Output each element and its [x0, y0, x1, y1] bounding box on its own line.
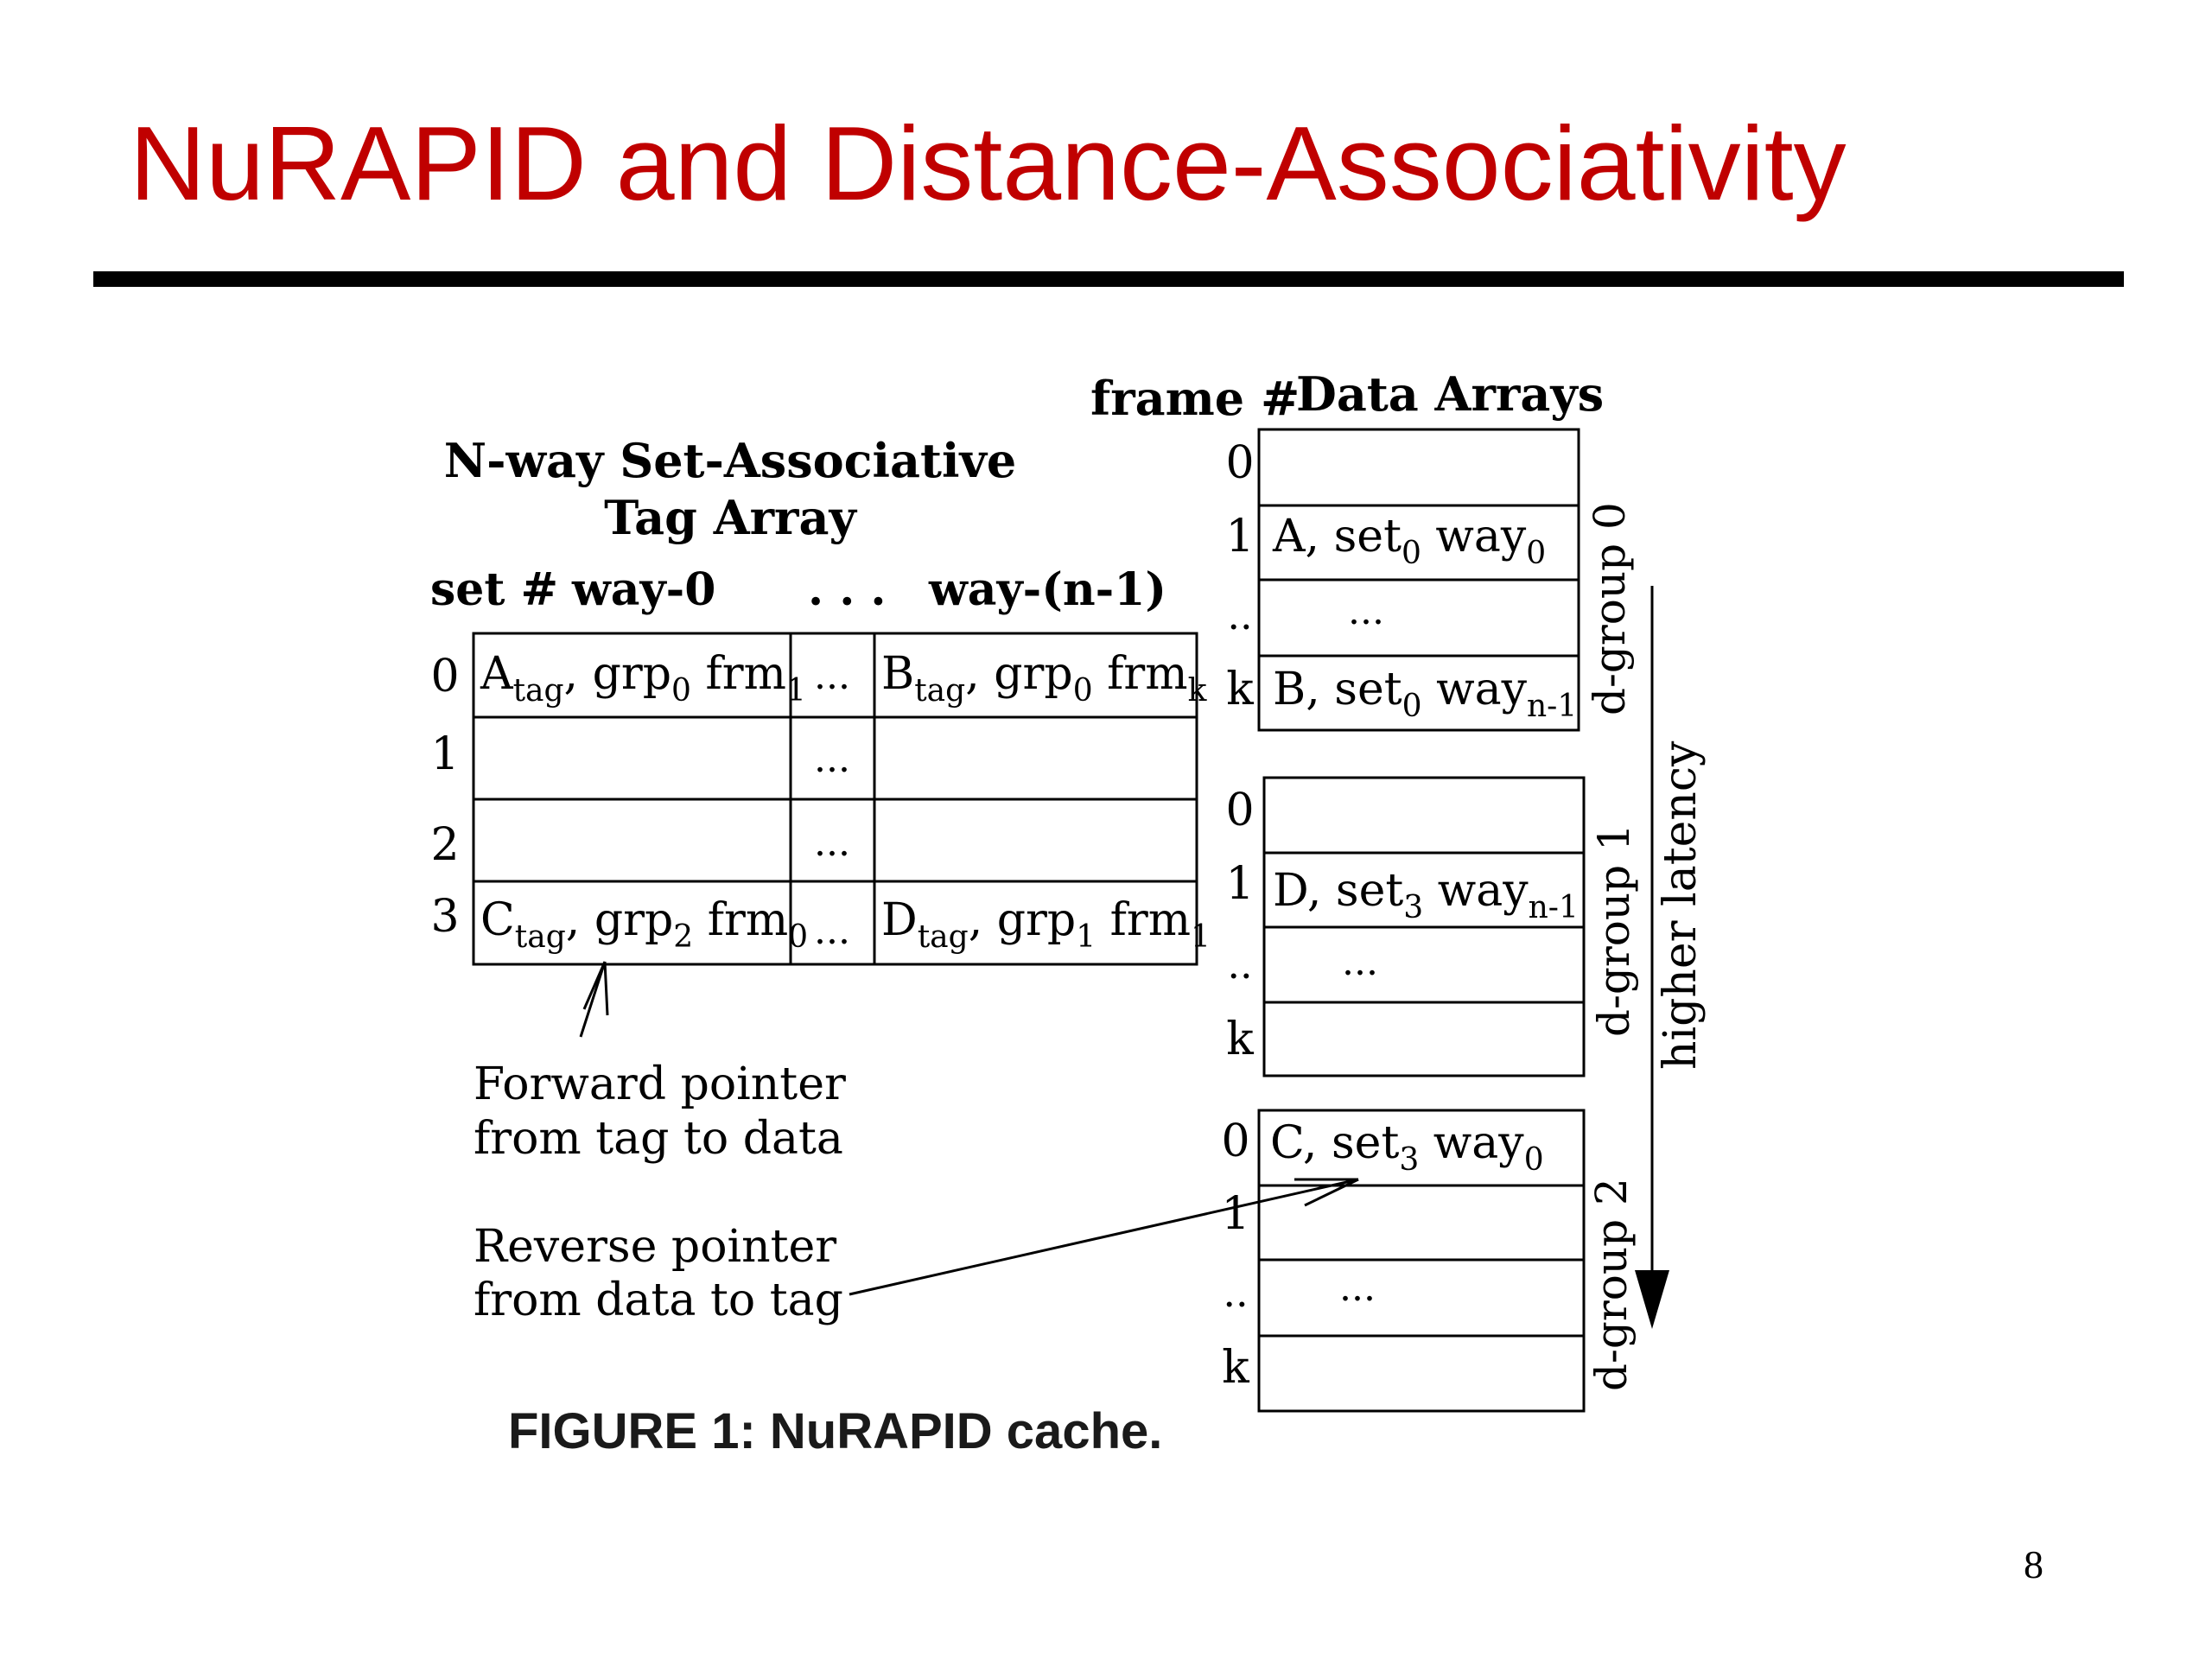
way-0-column-header: way-0 — [571, 563, 715, 616]
tag-entry-B: Btag, grp0 frmk — [881, 648, 1208, 709]
tag-ellipsis: ... — [814, 821, 850, 865]
frame-number: 1 — [1225, 858, 1254, 910]
tag-array-heading-line2: Tag Array — [604, 490, 857, 545]
higher-latency-label: higher latency — [1655, 741, 1707, 1070]
tag-ellipsis: ... — [814, 909, 850, 953]
set-number: 1 — [430, 728, 459, 780]
title-divider — [93, 271, 2124, 287]
reverse-pointer-arrow — [849, 1178, 1359, 1296]
set-number: 3 — [430, 891, 459, 943]
frame-number: k — [1226, 664, 1254, 715]
tag-entry-C: Ctag, grp2 frm0 — [480, 894, 808, 955]
set-number: 0 — [430, 651, 459, 702]
data-arrays-header: Data Arrays — [1296, 366, 1604, 422]
data-ellipsis: ... — [1342, 940, 1378, 984]
page-number: 8 — [2024, 1542, 2044, 1586]
d-group-2-box — [1257, 1109, 1586, 1413]
data-ellipsis: ... — [1339, 1266, 1376, 1310]
frame-number: 0 — [1225, 785, 1254, 836]
reverse-pointer-label-line2: from data to tag — [474, 1274, 843, 1326]
d-group-1-label: d-group 1 — [1589, 823, 1639, 1037]
tag-entry-A: Atag, grp0 frm1 — [480, 648, 806, 709]
frame-number: .. — [1223, 1269, 1248, 1316]
reverse-pointer-label-line1: Reverse pointer — [474, 1221, 836, 1273]
frame-number: k — [1222, 1342, 1249, 1394]
d-group-1-box — [1262, 776, 1586, 1077]
forward-pointer-label-line2: from tag to data — [474, 1113, 843, 1165]
d-group-2-label: d-group 2 — [1586, 1178, 1637, 1391]
frame-number-header: frame # — [1090, 371, 1300, 426]
tag-ellipsis: ... — [814, 737, 850, 781]
slide-title: NuRAPID and Distance-Associativity — [130, 105, 1847, 222]
frame-number: 1 — [1225, 511, 1254, 563]
d-group-0-label: d-group 0 — [1585, 502, 1635, 715]
d-group-0-box — [1257, 428, 1580, 732]
data-ellipsis: ... — [1348, 589, 1384, 633]
frame-number: k — [1226, 1014, 1254, 1065]
higher-latency-arrow — [1635, 586, 1669, 1329]
tag-array-heading-line1: N-way Set-Associative — [444, 433, 1016, 488]
way-dots-header: . . . — [808, 563, 887, 616]
frame-number: 0 — [1221, 1116, 1249, 1167]
way-n-1-column-header: way-(n-1) — [928, 563, 1166, 616]
data-entry-A: A, set0 way0 — [1272, 511, 1546, 571]
frame-number: 1 — [1221, 1188, 1249, 1240]
data-entry-D: D, set3 wayn-1 — [1273, 865, 1579, 925]
forward-pointer-arrow — [579, 961, 609, 1038]
figure-caption: FIGURE 1: NuRAPID cache. — [508, 1403, 1163, 1459]
set-number: 2 — [430, 819, 459, 871]
set-column-header: set # — [430, 563, 558, 616]
frame-number: .. — [1227, 941, 1252, 988]
tag-array-grid — [472, 632, 1198, 966]
data-entry-B: B, set0 wayn-1 — [1273, 664, 1577, 724]
forward-pointer-label-line1: Forward pointer — [474, 1058, 846, 1110]
frame-number: 0 — [1225, 437, 1254, 489]
tag-ellipsis: ... — [814, 654, 850, 698]
data-entry-C: C, set3 way0 — [1270, 1117, 1544, 1178]
tag-entry-D: Dtag, grp1 frm1 — [881, 894, 1211, 955]
frame-number: .. — [1227, 592, 1252, 639]
